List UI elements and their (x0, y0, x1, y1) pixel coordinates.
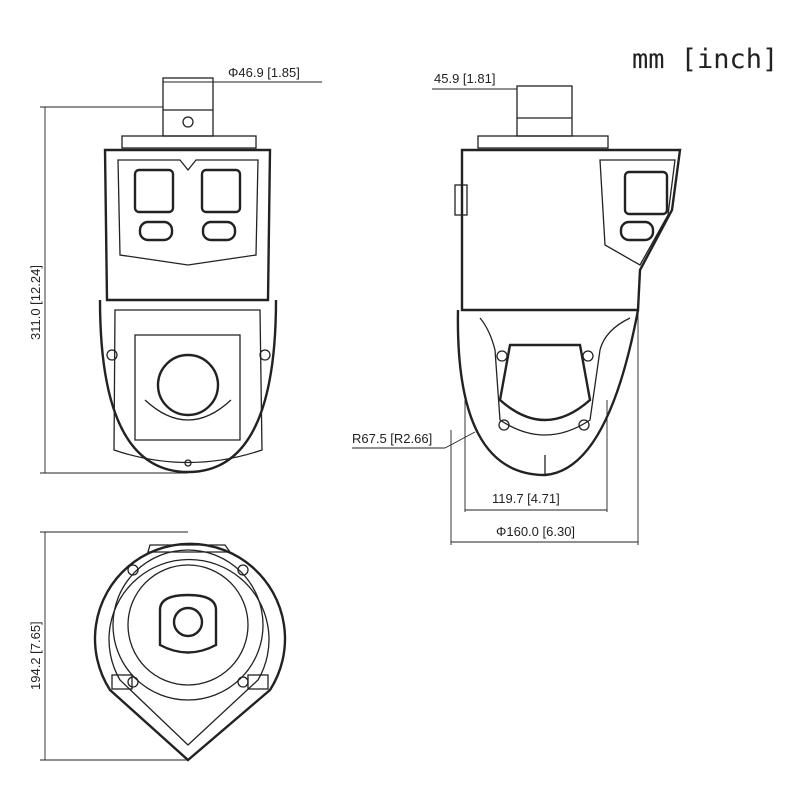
bottom-view (93, 542, 287, 762)
side-view (454, 85, 682, 477)
side-radius-dimension: R67.5 [R2.66] (352, 431, 476, 449)
units-label: mm [inch] (632, 44, 778, 75)
side-outer-diameter-label: Φ160.0 [6.30] (496, 524, 575, 539)
bottom-depth-dimension: 194.2 [7.65] (28, 531, 188, 761)
side-inner-width-dimension: 119.7 [4.71] (464, 400, 608, 512)
side-mount-offset-dimension: 45.9 [1.81] (432, 71, 517, 90)
front-height-label: 311.0 [12.24] (28, 265, 43, 340)
front-mount-diameter-dimension: Φ46.9 [1.85] (163, 65, 322, 83)
side-outer-diameter-dimension: Φ160.0 [6.30] (450, 310, 639, 545)
front-view (98, 77, 278, 474)
side-mount-offset-label: 45.9 [1.81] (434, 71, 495, 86)
front-mount-diameter-label: Φ46.9 [1.85] (228, 65, 300, 80)
side-radius-label: R67.5 [R2.66] (352, 431, 432, 446)
bottom-depth-label: 194.2 [7.65] (28, 621, 43, 690)
front-height-dimension: 311.0 [12.24] (28, 106, 188, 474)
side-inner-width-label: 119.7 [4.71] (492, 491, 560, 506)
